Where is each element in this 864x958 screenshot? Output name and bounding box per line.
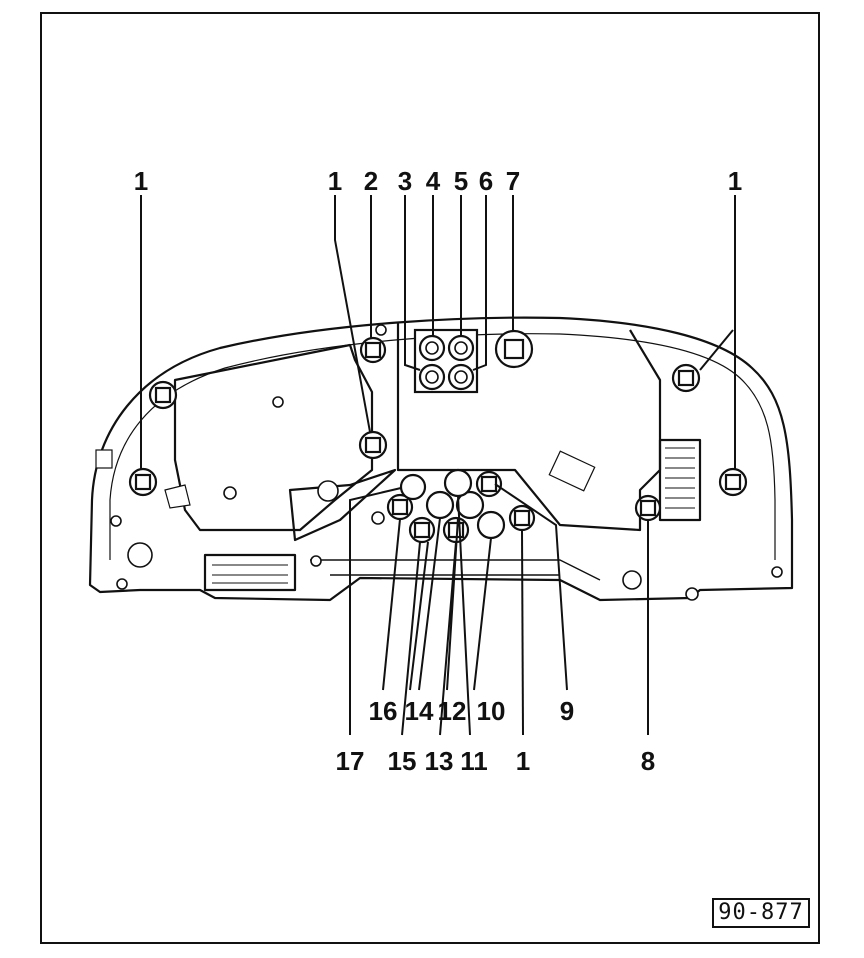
callout-label-c6: 6 bbox=[479, 166, 493, 196]
socket-17 bbox=[399, 473, 427, 501]
callout-label-c11: 11 bbox=[460, 746, 488, 776]
screw bbox=[223, 486, 237, 500]
leader-line bbox=[472, 195, 487, 371]
callout-label-c3: 3 bbox=[398, 166, 412, 196]
callout-label-c1d: 1 bbox=[516, 746, 530, 776]
bulb-socket-9 bbox=[475, 470, 503, 498]
bulb-socket-1-upper-left bbox=[148, 380, 178, 410]
diagram-frame bbox=[40, 12, 820, 944]
socket-11 bbox=[443, 468, 473, 498]
callout-label-c2: 2 bbox=[364, 166, 378, 196]
callout-label-c17: 17 bbox=[336, 746, 365, 776]
warning-bulb-4 bbox=[418, 334, 446, 362]
screw bbox=[622, 570, 642, 590]
screw bbox=[272, 396, 284, 408]
screw bbox=[375, 324, 387, 336]
bulb-socket-1-lower-center bbox=[508, 504, 536, 532]
cluster-housing-outline bbox=[88, 316, 794, 602]
figure-reference-code: 90-877 bbox=[712, 898, 810, 928]
leader-line bbox=[334, 195, 371, 433]
bottom-connector-pins bbox=[212, 564, 288, 584]
callout-label-c1a: 1 bbox=[134, 166, 148, 196]
left-clip bbox=[164, 484, 191, 509]
leader-line bbox=[521, 529, 524, 736]
center-module-outline bbox=[396, 322, 662, 532]
right-connector-bracket bbox=[658, 438, 702, 522]
screw bbox=[317, 480, 339, 502]
callout-label-c1c: 1 bbox=[728, 166, 742, 196]
screw bbox=[685, 587, 699, 601]
leader-line bbox=[409, 517, 441, 691]
bulb-socket-15 bbox=[408, 516, 436, 544]
socket-10 bbox=[476, 510, 506, 540]
callout-label-c15: 15 bbox=[388, 746, 417, 776]
callout-label-c8: 8 bbox=[641, 746, 655, 776]
screw bbox=[127, 542, 153, 568]
leader-line bbox=[457, 495, 492, 736]
screw bbox=[371, 511, 385, 525]
socket-12 bbox=[455, 490, 485, 520]
warning-bulb-3 bbox=[418, 363, 446, 391]
left-gauge-panel bbox=[173, 343, 374, 532]
leader-line bbox=[494, 483, 568, 691]
leader-line bbox=[401, 541, 421, 736]
socket-14 bbox=[425, 490, 455, 520]
bulb-socket-8 bbox=[634, 494, 662, 522]
leader-line bbox=[439, 517, 459, 736]
leader-line bbox=[699, 329, 734, 371]
callout-label-c16: 16 bbox=[369, 696, 398, 726]
callout-label-c1b: 1 bbox=[328, 166, 342, 196]
callout-label-c4: 4 bbox=[426, 166, 441, 196]
bulb-socket-1-left bbox=[128, 467, 158, 497]
bulb-socket-7 bbox=[494, 329, 534, 369]
right-connector-pins bbox=[665, 447, 695, 509]
bulb-socket-1-upper-right bbox=[671, 363, 701, 393]
warning-bulb-5 bbox=[447, 334, 475, 362]
bulb-socket-1-right bbox=[718, 467, 748, 497]
screw bbox=[110, 515, 122, 527]
connector-clip bbox=[548, 450, 596, 492]
callout-label-c10: 10 bbox=[477, 696, 506, 726]
leader-line bbox=[382, 518, 401, 691]
bottom-connector bbox=[203, 553, 297, 592]
leader-line bbox=[404, 195, 421, 371]
screw bbox=[116, 578, 128, 590]
bulb-socket-1-center bbox=[358, 430, 388, 460]
callout-label-c13: 13 bbox=[425, 746, 454, 776]
warning-bulb-6 bbox=[447, 363, 475, 391]
bulb-socket-16 bbox=[386, 493, 414, 521]
callout-label-c9: 9 bbox=[560, 696, 574, 726]
bulb-socket-2 bbox=[359, 336, 387, 364]
lower-center-cutout bbox=[288, 468, 397, 542]
diode-component bbox=[95, 449, 113, 469]
callout-label-c14: 14 bbox=[405, 696, 434, 726]
callout-label-c12: 12 bbox=[438, 696, 467, 726]
callout-label-c7: 7 bbox=[506, 166, 520, 196]
screw bbox=[771, 566, 783, 578]
callout-label-c5: 5 bbox=[454, 166, 468, 196]
screw bbox=[310, 555, 322, 567]
leader-line bbox=[349, 487, 402, 735]
